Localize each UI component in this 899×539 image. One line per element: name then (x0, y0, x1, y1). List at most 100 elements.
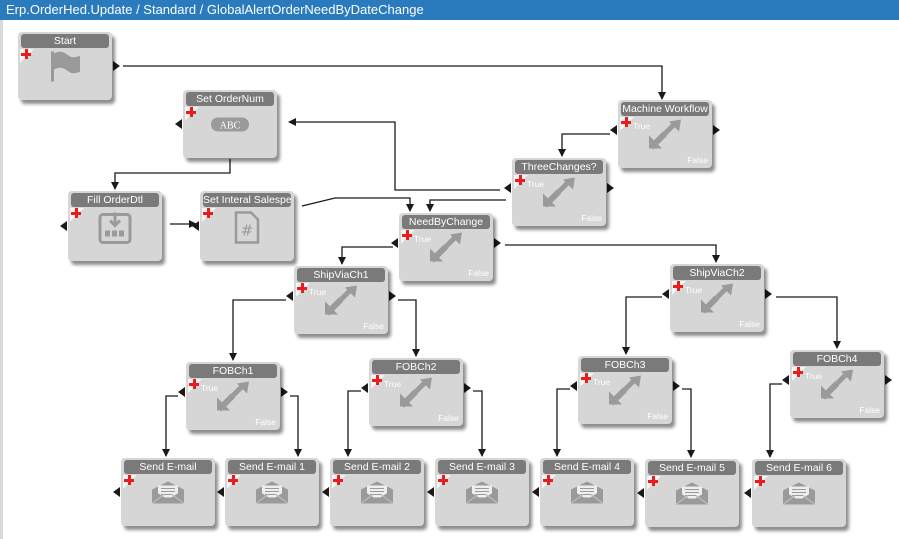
node-set-interal-salesper[interactable]: Set Interal Salesper# (200, 191, 294, 261)
node-title[interactable]: FOBCh2 (372, 360, 460, 374)
node-send-email[interactable]: Send E-mail (121, 458, 215, 526)
node-title[interactable]: FOBCh3 (581, 358, 669, 372)
add-plus-icon[interactable] (189, 379, 199, 389)
connector-shipviach2-to-fobch3[interactable] (622, 296, 662, 355)
connector-shipviach1-to-fobch2[interactable] (398, 299, 420, 357)
add-plus-icon[interactable] (21, 49, 31, 59)
node-start[interactable]: Start (18, 32, 112, 100)
node-title[interactable]: Send E-mail 6 (755, 461, 843, 475)
add-plus-icon[interactable] (581, 373, 591, 383)
connector-port-icon[interactable] (662, 289, 669, 299)
add-plus-icon[interactable] (648, 476, 658, 486)
node-title[interactable]: ThreeChanges? (515, 160, 603, 174)
node-title[interactable]: Send E-mail 2 (333, 460, 421, 474)
connector-shipviach1-to-fobch1[interactable] (229, 299, 286, 361)
connector-port-icon[interactable] (361, 383, 368, 393)
add-plus-icon[interactable] (333, 475, 343, 485)
connector-port-icon[interactable] (175, 119, 182, 129)
add-plus-icon[interactable] (402, 230, 412, 240)
node-send-email-6[interactable]: Send E-mail 6 (752, 459, 846, 527)
connector-set-ordernum-to-fill-orderdtl[interactable] (111, 159, 231, 190)
add-plus-icon[interactable] (186, 107, 196, 117)
connector-port-icon[interactable] (637, 488, 644, 498)
connector-port-icon[interactable] (389, 291, 396, 301)
connector-port-icon[interactable] (217, 487, 224, 497)
node-send-email-3[interactable]: Send E-mail 3 (435, 458, 529, 526)
connector-fobch1-to-send-email[interactable] (162, 395, 178, 457)
add-plus-icon[interactable] (228, 475, 238, 485)
connector-port-icon[interactable] (464, 383, 471, 393)
add-plus-icon[interactable] (124, 475, 134, 485)
node-send-email-4[interactable]: Send E-mail 4 (540, 458, 634, 526)
add-plus-icon[interactable] (543, 475, 553, 485)
connector-port-icon[interactable] (391, 238, 398, 248)
add-plus-icon[interactable] (621, 117, 631, 127)
connector-threechanges-to-set-ordernum[interactable] (288, 118, 500, 191)
connector-port-icon[interactable] (192, 221, 199, 231)
add-plus-icon[interactable] (515, 175, 525, 185)
node-send-email-5[interactable]: Send E-mail 5 (645, 459, 739, 527)
node-title[interactable]: Send E-mail 1 (228, 460, 316, 474)
connector-port-icon[interactable] (113, 487, 120, 497)
node-title[interactable]: ShipViaCh2 (673, 266, 761, 280)
node-title[interactable]: FOBCh4 (793, 352, 881, 366)
node-title[interactable]: NeedByChange (402, 215, 490, 229)
connector-shipviach2-to-fobch4[interactable] (776, 296, 841, 349)
connector-port-icon[interactable] (765, 289, 772, 299)
node-title[interactable]: Send E-mail 5 (648, 461, 736, 475)
connector-port-icon[interactable] (610, 125, 617, 135)
connector-fobch2-to-send-email-3[interactable] (473, 390, 486, 457)
connector-port-icon[interactable] (885, 375, 892, 385)
connector-port-icon[interactable] (281, 387, 288, 397)
connector-port-icon[interactable] (532, 487, 539, 497)
add-plus-icon[interactable] (438, 475, 448, 485)
node-title[interactable]: Fill OrderDtl (71, 193, 159, 207)
node-title[interactable]: Send E-mail (124, 460, 212, 474)
add-plus-icon[interactable] (793, 367, 803, 377)
connector-fobch3-to-send-email-4[interactable] (553, 388, 570, 457)
connector-fobch1-to-send-email-1[interactable] (290, 395, 302, 457)
node-title[interactable]: Send E-mail 4 (543, 460, 631, 474)
connector-needbychange-to-shipviach1[interactable] (338, 246, 393, 265)
connector-machine-workflow-to-threechanges[interactable] (558, 133, 610, 157)
node-title[interactable]: Start (21, 34, 109, 48)
add-plus-icon[interactable] (297, 283, 307, 293)
connector-port-icon[interactable] (607, 183, 614, 193)
connector-port-icon[interactable] (673, 381, 680, 391)
node-title[interactable]: Set OrderNum (186, 92, 274, 106)
connector-fobch3-to-send-email-5[interactable] (682, 388, 695, 458)
node-title[interactable]: Machine Workflow (621, 102, 709, 116)
add-plus-icon[interactable] (372, 375, 382, 385)
node-title[interactable]: FOBCh1 (189, 364, 277, 378)
connector-port-icon[interactable] (713, 125, 720, 135)
connector-port-icon[interactable] (782, 375, 789, 385)
add-plus-icon[interactable] (203, 208, 213, 218)
node-title[interactable]: ShipViaCh1 (297, 268, 385, 282)
connector-port-icon[interactable] (286, 291, 293, 301)
node-send-email-2[interactable]: Send E-mail 2 (330, 458, 424, 526)
node-send-email-1[interactable]: Send E-mail 1 (225, 458, 319, 526)
connector-needbychange-to-shipviach2[interactable] (505, 244, 720, 263)
node-title[interactable]: Set Interal Salesper (203, 193, 291, 207)
connector-port-icon[interactable] (322, 487, 329, 497)
connector-port-icon[interactable] (427, 487, 434, 497)
add-plus-icon[interactable] (673, 281, 683, 291)
connector-port-icon[interactable] (744, 488, 751, 498)
connector-port-icon[interactable] (178, 387, 185, 397)
connector-port-icon[interactable] (504, 183, 511, 193)
add-plus-icon[interactable] (71, 208, 81, 218)
node-title[interactable]: Send E-mail 3 (438, 460, 526, 474)
connector-port-icon[interactable] (570, 381, 577, 391)
connector-port-icon[interactable] (60, 221, 67, 231)
node-fill-orderdtl[interactable]: Fill OrderDtl (68, 191, 162, 261)
